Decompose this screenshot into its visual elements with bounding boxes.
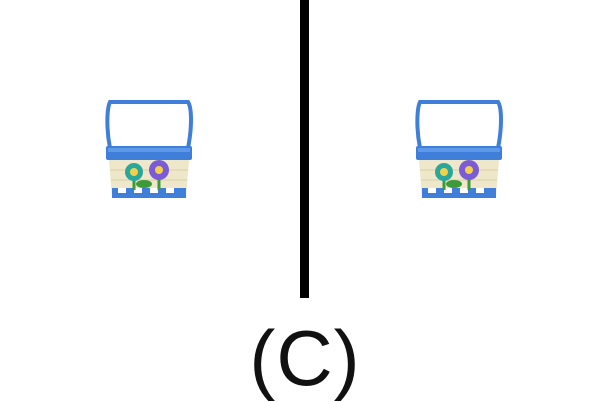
center-divider xyxy=(300,0,309,298)
easter-basket-icon xyxy=(415,100,503,198)
easter-basket-icon xyxy=(105,100,193,198)
basket-image-right xyxy=(414,98,504,202)
basket-image-left xyxy=(104,98,194,202)
option-caption: (C) xyxy=(249,314,361,402)
